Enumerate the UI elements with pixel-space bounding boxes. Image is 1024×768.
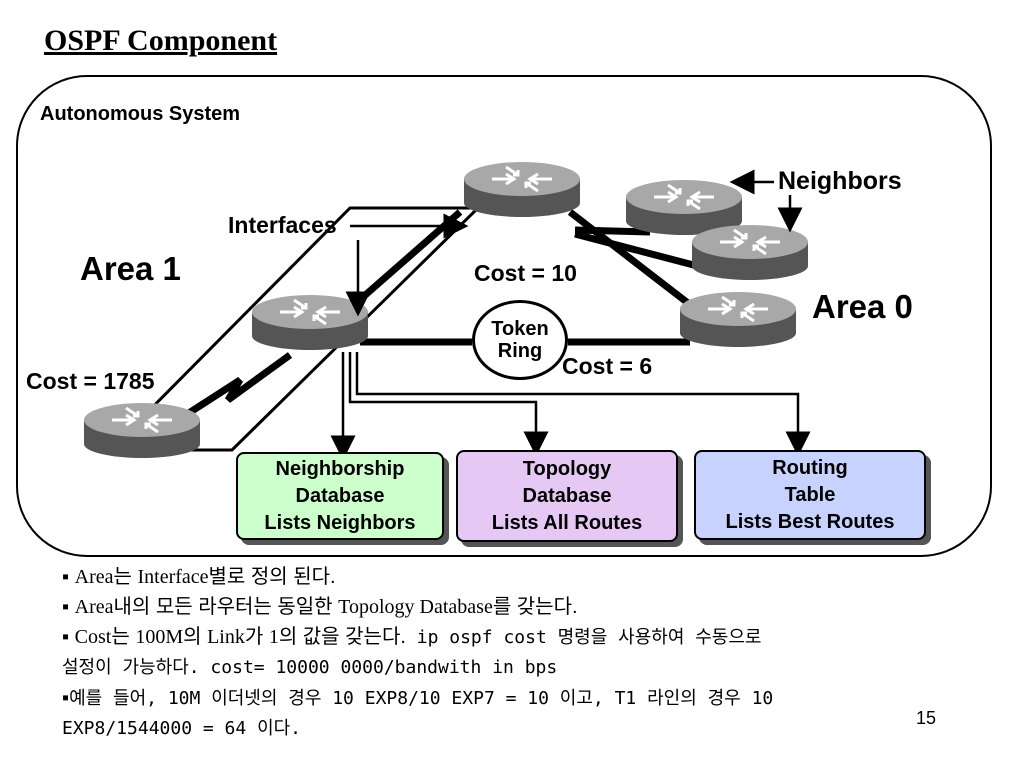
bullet-3-text: 1 — [268, 626, 279, 648]
bullet-3: ▪ Cost는 100M의 Link가 1의 값을 갖는다. ip ospf c… — [62, 622, 1017, 653]
slide-title: OSPF Component — [44, 24, 278, 57]
bullet-3-text: 의 — [183, 626, 208, 648]
area0-label: Area 0 — [812, 288, 913, 325]
neighborship-line2: Database — [295, 484, 385, 507]
bullet-marker: ▪ — [62, 596, 70, 618]
bullet-2: ▪ Area내의 모든 라우터는 동일한 Topology Database를 … — [62, 592, 1017, 622]
neighborship-line3: Lists Neighbors — [264, 511, 416, 534]
bullet-3-command-text: ip ospf cost 명령을 사용하여 수동으로 — [405, 627, 762, 648]
autonomous-system-boundary — [16, 75, 992, 557]
topology-line1: Topology — [522, 457, 612, 480]
cost-10-label: Cost = 10 — [474, 260, 577, 286]
bullet-3-continuation: 설정이 가능하다. cost= 10000 0000/bandwith in b… — [62, 657, 558, 678]
bullet-3-text: 100M — [135, 626, 184, 648]
bullet-4-text: 예를 들어, 10M 이더넷의 경우 10 EXP8/10 EXP7 = 10 … — [69, 688, 774, 709]
bullet-3-text: 는 — [111, 626, 136, 648]
annotation-arrows — [330, 169, 811, 461]
neighborship-database-box: Neighborship Database Lists Neighbors — [236, 452, 444, 540]
bullet-marker: ▪ — [62, 566, 70, 588]
bullet-marker: ▪ — [62, 626, 70, 648]
serial-link — [176, 352, 293, 423]
token-ring: Token Ring — [472, 300, 568, 380]
token-ring-line1: Token — [491, 318, 549, 340]
routing-line2: Table — [784, 483, 836, 506]
token-ring-line2: Ring — [497, 340, 543, 362]
bullet-list: ▪ Area는 Interface별로 정의 된다. ▪ Area내의 모든 라… — [62, 562, 1017, 744]
neighbor-router-2 — [690, 223, 810, 282]
bullet-2-text: 를 갖는다. — [492, 596, 578, 618]
routing-line1: Routing — [772, 456, 848, 479]
cost-1785-label: Cost = 1785 — [26, 368, 155, 394]
bullet-3-text: Link — [207, 626, 245, 648]
topology-database-box: Topology Database Lists All Routes — [456, 450, 678, 542]
bullet-1-text: 별로 정의 된다. — [208, 566, 336, 588]
bullet-1-text: 는 — [113, 566, 138, 588]
core-router-top — [462, 160, 582, 219]
bullet-1: ▪ Area는 Interface별로 정의 된다. — [62, 562, 1017, 592]
interfaces-label: Interfaces — [228, 212, 337, 238]
routing-line3: Lists Best Routes — [725, 510, 895, 533]
bullet-1-text: Interface — [137, 566, 209, 588]
autonomous-system-label: Autonomous System — [40, 103, 241, 125]
routing-table-box: Routing Table Lists Best Routes — [694, 450, 926, 540]
bullet-2-text: Topology Database — [338, 596, 493, 618]
area1-router-left — [82, 401, 202, 460]
bullet-2-text: Area — [74, 596, 114, 618]
cost-6-label: Cost = 6 — [562, 353, 653, 379]
bullet-4: ▪예를 들어, 10M 이더넷의 경우 10 EXP8/10 EXP7 = 10… — [62, 683, 1017, 714]
abr-router-middle — [250, 293, 370, 352]
topology-line2: Database — [522, 484, 612, 507]
area1-label: Area 1 — [80, 250, 181, 287]
neighborship-line1: Neighborship — [275, 457, 405, 480]
area0-router-right — [678, 290, 798, 349]
bullet-4-continuation: EXP8/1544000 = 64 이다. — [62, 718, 302, 739]
bullet-3-text: 가 — [244, 626, 269, 648]
bullet-3-text: 의 값을 갖는다. — [278, 626, 406, 648]
bullet-2-text: 내의 모든 라우터는 동일한 — [113, 596, 339, 618]
bullet-marker: ▪ — [62, 687, 70, 709]
neighbors-label: Neighbors — [778, 167, 902, 195]
topology-line3: Lists All Routes — [491, 511, 643, 534]
page-number: 15 — [916, 708, 937, 728]
bullet-1-text: Area — [74, 566, 114, 588]
bullet-3-text: Cost — [74, 626, 112, 648]
